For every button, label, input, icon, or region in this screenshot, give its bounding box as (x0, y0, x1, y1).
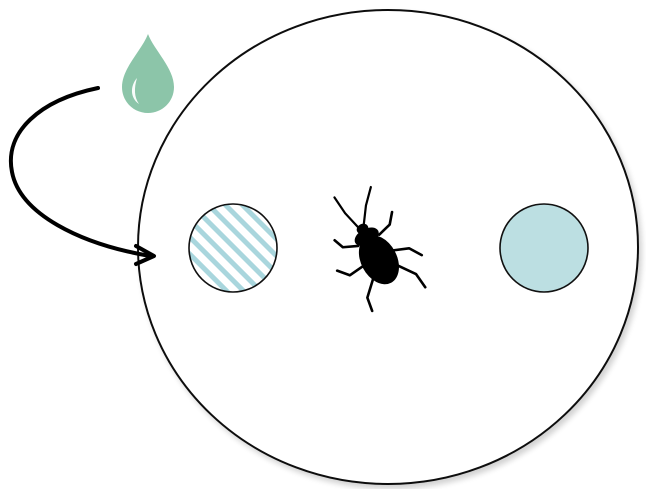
treated-spot (189, 204, 277, 292)
control-spot (500, 204, 588, 292)
curved-arrow-icon (11, 88, 154, 264)
water-droplet-icon (122, 34, 174, 113)
